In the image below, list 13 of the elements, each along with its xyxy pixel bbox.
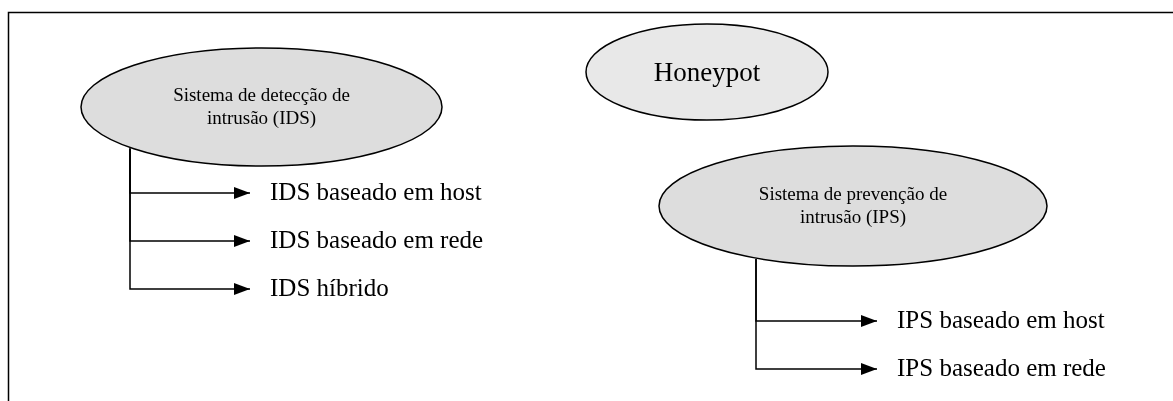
node-label: Sistema de detecção de intrusão (IDS) xyxy=(172,84,351,130)
node-label: Honeypot xyxy=(653,55,761,89)
arrow xyxy=(755,258,878,375)
node-label: Sistema de prevenção de intrusão (IPS) xyxy=(757,183,949,229)
arrow xyxy=(129,147,251,295)
item-label: IDS baseado em rede xyxy=(270,225,484,255)
item-label: IPS baseado em rede xyxy=(897,353,1106,383)
ellipse-node xyxy=(658,145,1048,267)
ellipse-node xyxy=(585,23,829,121)
item-label: IPS baseado em host xyxy=(897,305,1105,335)
ellipse-node xyxy=(80,47,443,167)
item-label: IDS baseado em host xyxy=(270,177,482,207)
item-label: IDS híbrido xyxy=(270,273,389,303)
